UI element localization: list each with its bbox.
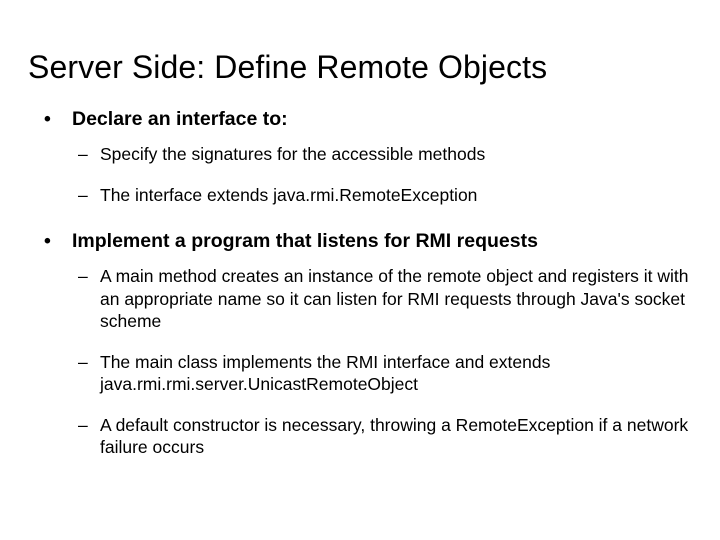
bullet-level2-text: A default constructor is necessary, thro… (100, 414, 689, 458)
bullet-level2-text: The interface extends java.rmi.RemoteExc… (100, 184, 478, 205)
dash-icon: – (78, 266, 88, 286)
spacer (0, 396, 720, 414)
bullet-level2-text: Specify the signatures for the accessibl… (100, 144, 486, 164)
dash-icon: – (78, 144, 88, 164)
dash-icon: – (78, 184, 88, 205)
bullet-level2: – Specify the signatures for the accessi… (0, 143, 720, 166)
bullet-level2: – The main class implements the RMI inte… (0, 351, 720, 396)
bullet-dot-icon: • (44, 108, 51, 130)
bullet-level1: • Implement a program that listens for R… (0, 230, 720, 253)
bullet-level1: • Declare an interface to: (0, 108, 720, 131)
slide-body: • Declare an interface to: – Specify the… (0, 108, 720, 459)
spacer (0, 206, 720, 230)
spacer (0, 166, 720, 184)
bullet-level2: – A main method creates an instance of t… (0, 265, 720, 333)
spacer (0, 253, 720, 265)
spacer (0, 131, 720, 143)
bullet-level2: – A default constructor is necessary, th… (0, 414, 720, 459)
dash-icon: – (78, 351, 88, 372)
bullet-level2-text: A main method creates an instance of the… (100, 266, 689, 331)
page-title: Server Side: Define Remote Objects (28, 49, 548, 85)
spacer (0, 333, 720, 351)
bullet-level2: – The interface extends java.rmi.RemoteE… (0, 184, 720, 207)
bullet-level1-text: Declare an interface to: (72, 108, 288, 130)
bullet-level2-text: The main class implements the RMI interf… (100, 351, 551, 395)
dash-icon: – (78, 414, 88, 435)
bullet-level1-text: Implement a program that listens for RMI… (72, 230, 538, 252)
bullet-dot-icon: • (44, 230, 51, 252)
